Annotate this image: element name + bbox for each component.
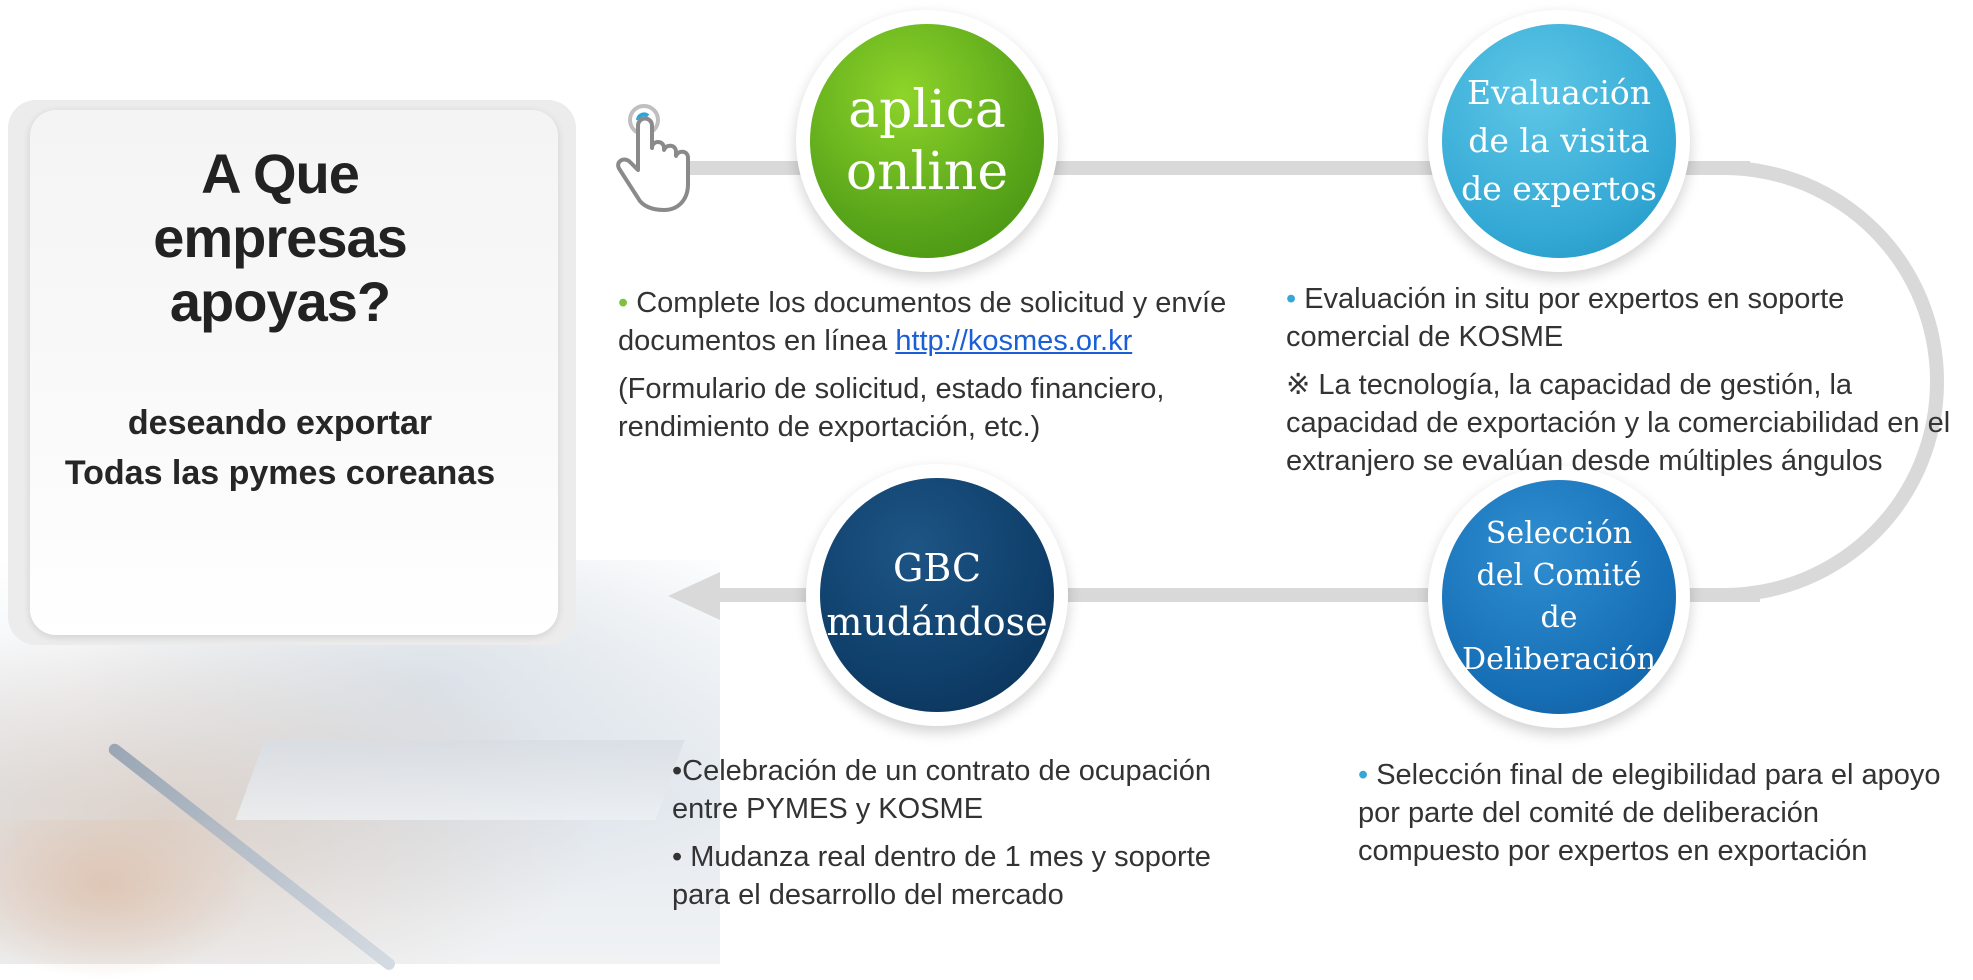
- apply-online-details: • Complete los documentos de solicitud y…: [618, 284, 1228, 446]
- step-committee-selection-label: Selección del Comité de Deliberación: [1442, 480, 1676, 714]
- background-laptop: [235, 740, 685, 820]
- bullet: •: [672, 841, 683, 873]
- step-apply-online-label: aplica online: [810, 24, 1044, 258]
- step-gbc-moving-label: GBC mudándose: [820, 478, 1054, 712]
- step-expert-evaluation[interactable]: Evaluación de la visita de expertos: [1428, 10, 1690, 272]
- kosmes-link[interactable]: http://kosmes.or.kr: [895, 325, 1133, 357]
- bullet: •: [618, 287, 629, 319]
- bullet: •: [1286, 283, 1297, 315]
- step-committee-selection[interactable]: Selección del Comité de Deliberación: [1428, 466, 1690, 728]
- apply-note: (Formulario de solicitud, estado financi…: [618, 373, 1165, 443]
- step-gbc-moving[interactable]: GBC mudándose: [806, 464, 1068, 726]
- bullet: •: [1358, 759, 1369, 791]
- evaluation-text: Evaluación in situ por expertos en sopor…: [1286, 283, 1845, 353]
- committee-text: Selección final de elegibilidad para el …: [1358, 759, 1941, 867]
- evaluation-note: ※ La tecnología, la capacidad de gestión…: [1286, 369, 1951, 477]
- hand-pointer-icon: [616, 104, 690, 212]
- committee-details: • Selección final de elegibilidad para e…: [1358, 756, 1958, 870]
- flow-arrow-icon: [668, 572, 720, 620]
- gbc-text-2: Mudanza real dentro de 1 mes y soporte p…: [672, 841, 1211, 911]
- card-title: A Que empresas apoyas?: [153, 142, 408, 333]
- step-apply-online[interactable]: aplica online: [796, 10, 1058, 272]
- gbc-text-1: Celebración de un contrato de ocupación …: [672, 755, 1211, 825]
- bullet: •: [672, 755, 683, 787]
- step-expert-evaluation-label: Evaluación de la visita de expertos: [1442, 24, 1676, 258]
- info-card: [30, 110, 558, 635]
- evaluation-details: • Evaluación in situ por expertos en sop…: [1286, 280, 1966, 480]
- apply-text: Complete los documentos de solicitud y e…: [618, 287, 1227, 357]
- card-subtitle: deseando exportar Todas las pymes corean…: [64, 404, 496, 492]
- gbc-details: •Celebración de un contrato de ocupación…: [672, 752, 1272, 914]
- background-hand: [0, 820, 260, 980]
